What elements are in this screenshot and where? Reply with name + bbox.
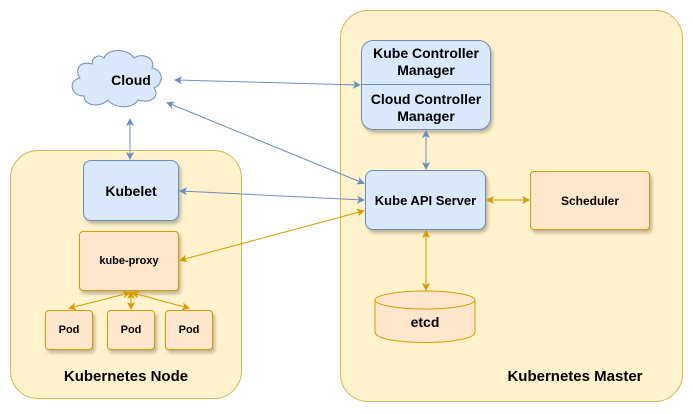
pod-box-1[interactable]: Pod — [45, 310, 93, 350]
kube-api-server-label: Kube API Server — [374, 192, 477, 208]
kube-proxy-box[interactable]: kube-proxy — [79, 231, 179, 291]
pod-label-1: Pod — [58, 324, 80, 336]
kubernetes-master-title: Kubernetes Master — [507, 368, 643, 385]
pod-box-3[interactable]: Pod — [165, 310, 213, 350]
scheduler-label: Scheduler — [560, 193, 620, 208]
kube-api-server-box[interactable]: Kube API Server — [365, 170, 486, 230]
controller-manager-group — [361, 40, 491, 130]
etcd-label[interactable]: etcd — [410, 314, 440, 330]
cloud-controller-manager-label: Cloud Controller Manager — [370, 90, 482, 124]
kubernetes-node-title: Kubernetes Node — [63, 368, 189, 385]
kube-controller-manager-label: Kube Controller Manager — [373, 45, 479, 78]
pod-box-2[interactable]: Pod — [107, 310, 155, 350]
pod-label-2: Pod — [120, 324, 142, 336]
kube-controller-manager-box[interactable]: Kube Controller Manager — [361, 40, 491, 85]
pod-label-3: Pod — [178, 324, 200, 336]
kubelet-box[interactable]: Kubelet — [83, 160, 179, 221]
kubelet-label: Kubelet — [105, 182, 157, 199]
cloud-label: Cloud — [111, 72, 151, 88]
cloud-to-controller-arrow — [174, 76, 361, 89]
cloud-controller-manager-box[interactable]: Cloud Controller Manager — [361, 85, 491, 130]
kube-proxy-label: kube-proxy — [99, 255, 159, 267]
scheduler-box[interactable]: Scheduler — [530, 171, 650, 230]
